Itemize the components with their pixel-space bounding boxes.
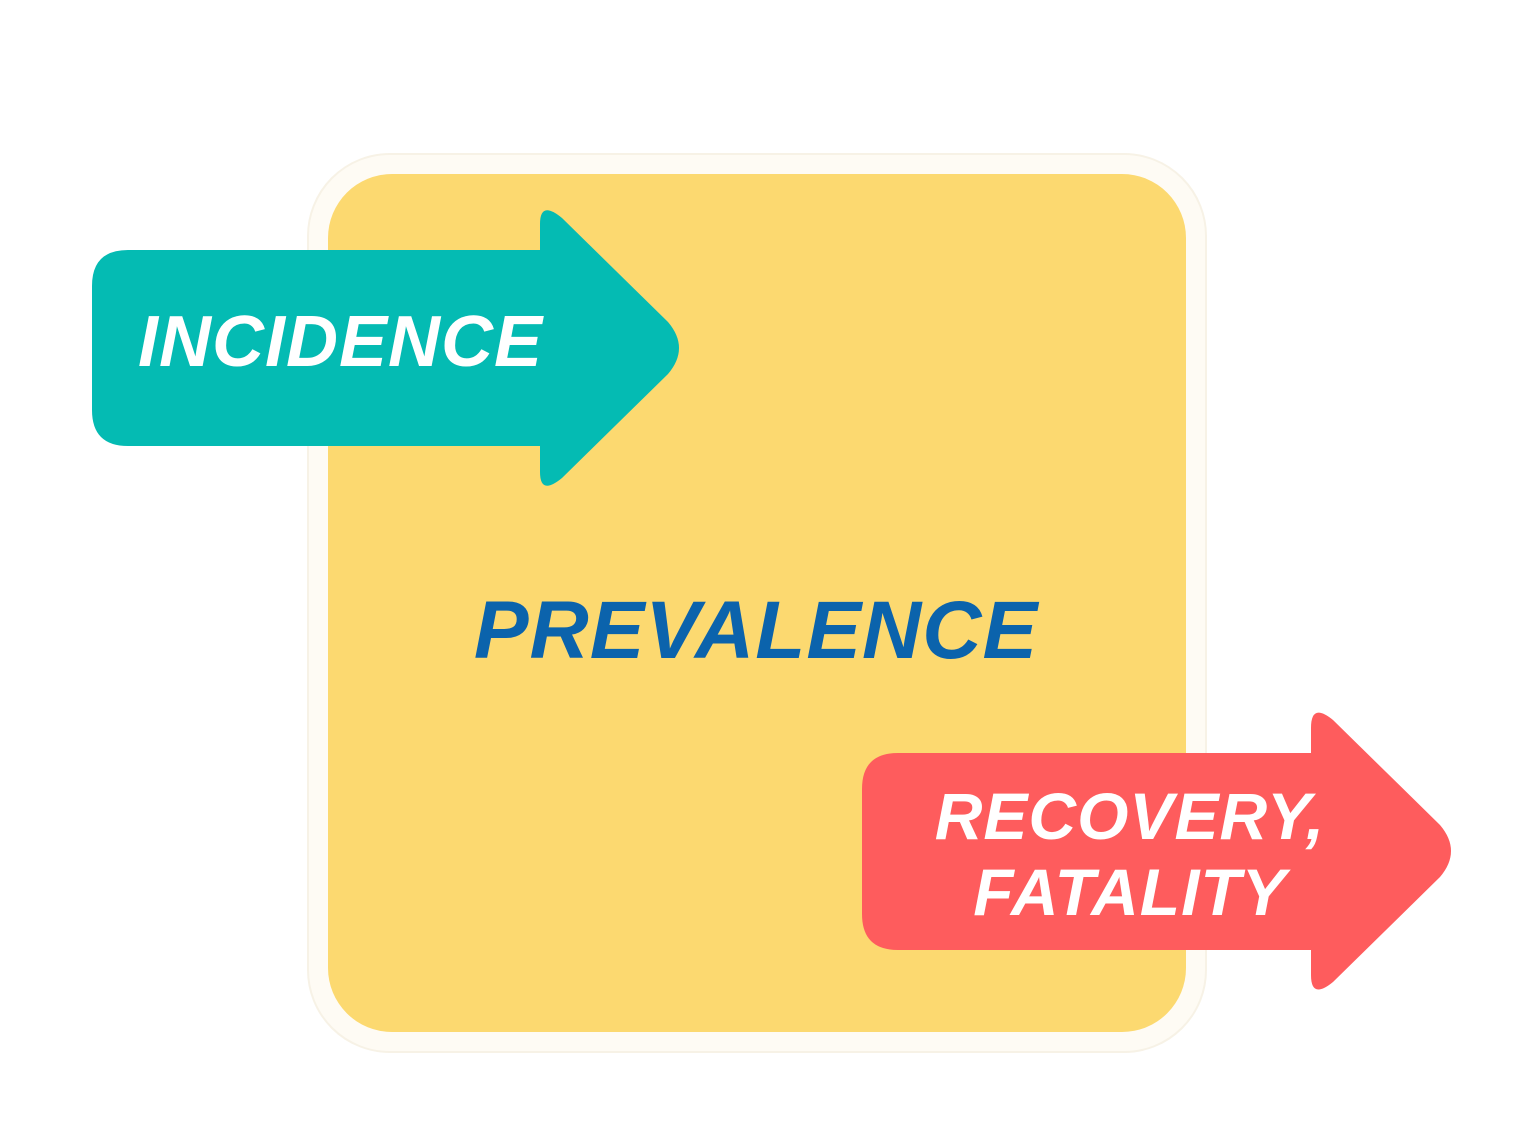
prevalence-label: PREVALENCE [473,585,1039,676]
incidence-label: INCIDENCE [138,302,544,382]
outflow-label: RECOVERY, FATALITY [900,778,1360,930]
outflow-label-line-2: FATALITY [973,855,1287,929]
outflow-arrow-icon [862,712,1451,990]
outflow-label-line-1: RECOVERY, [934,779,1326,853]
incidence-arrow-icon [92,210,679,486]
